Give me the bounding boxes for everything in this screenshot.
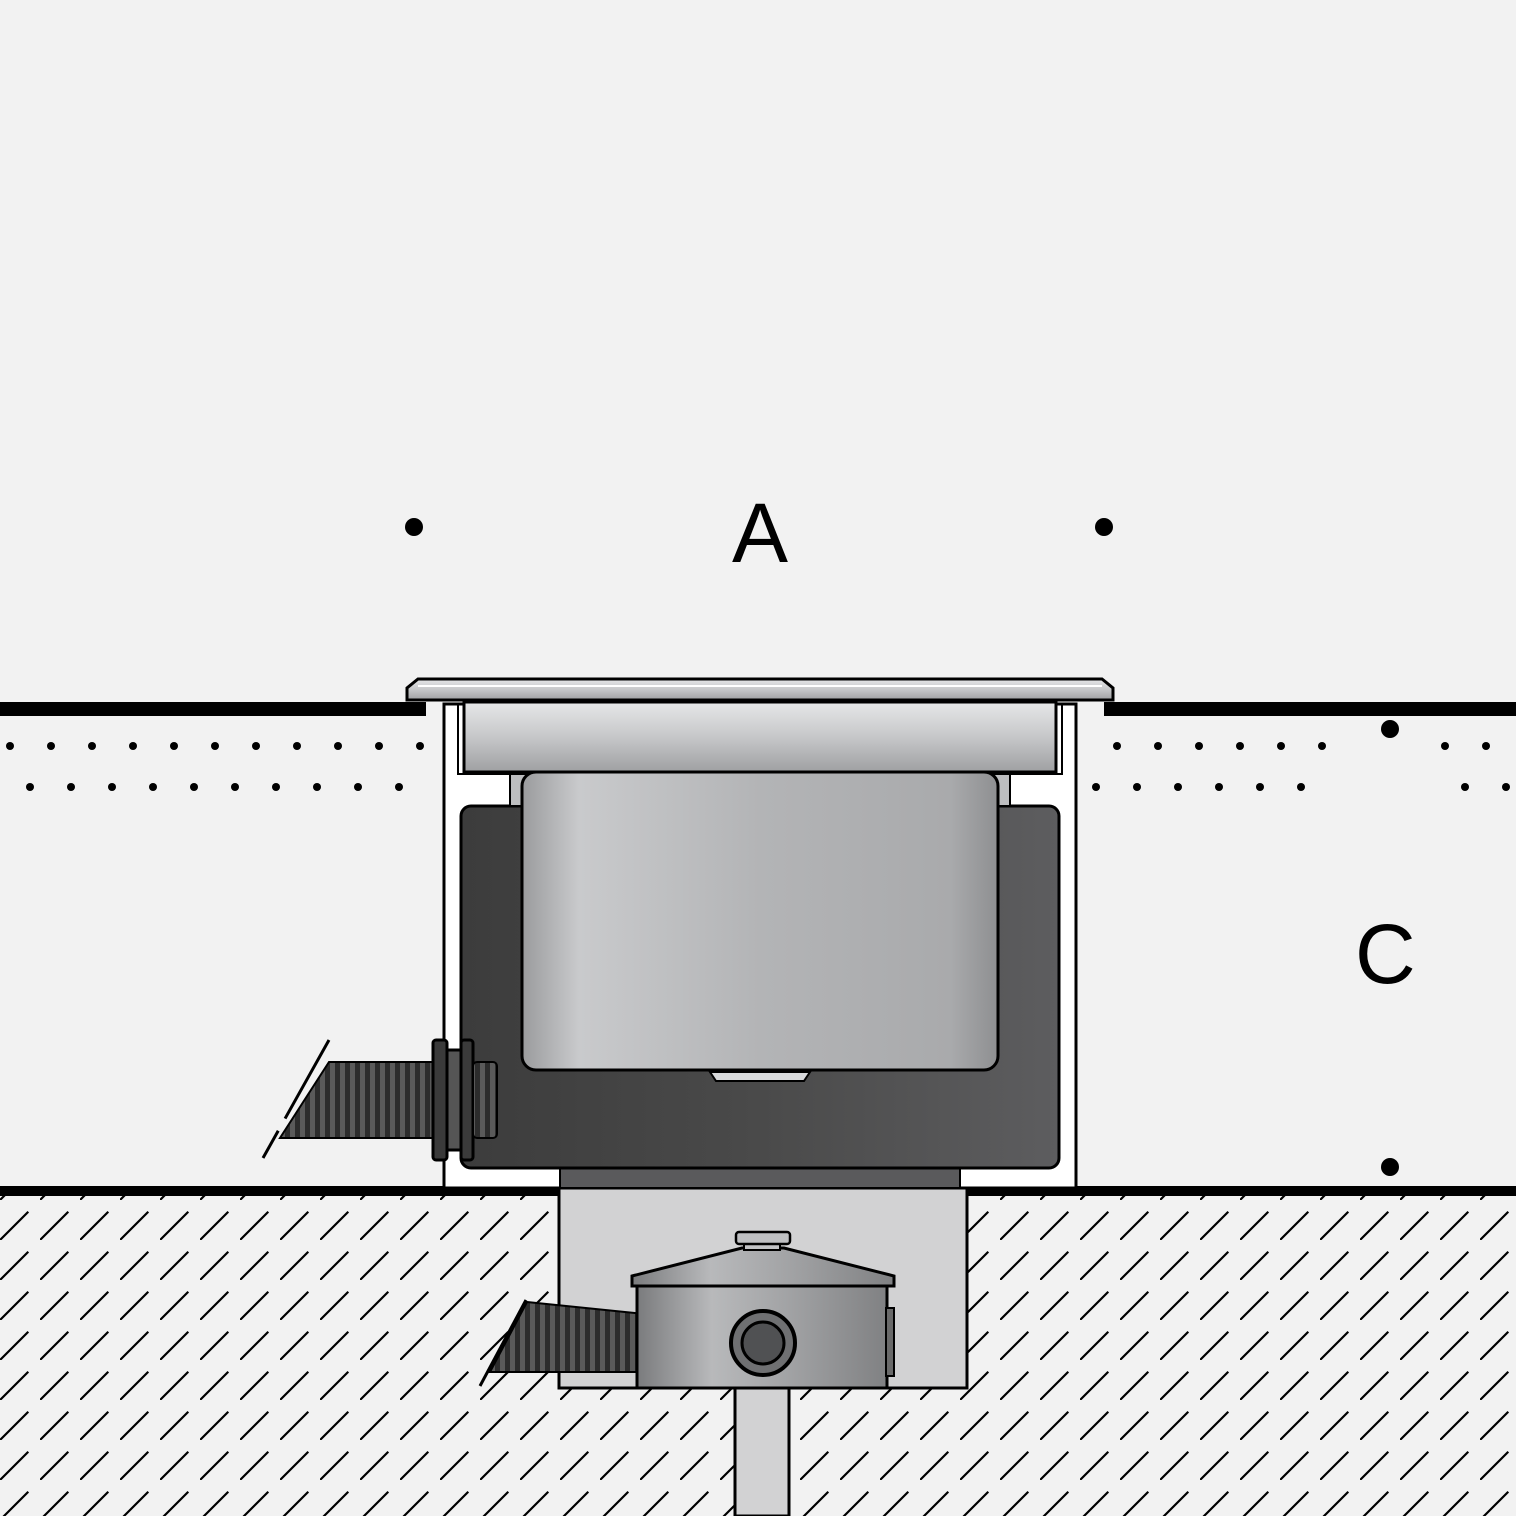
gravel-layer xyxy=(0,716,1516,822)
marker-dot xyxy=(1095,518,1113,536)
label-a: A xyxy=(732,486,789,580)
upper-cable-gland xyxy=(261,1038,498,1162)
label-c: C xyxy=(1355,907,1416,1001)
marker-dot xyxy=(405,518,423,536)
junction-box xyxy=(478,1230,896,1390)
bezel-collar xyxy=(462,700,1058,774)
marker-dot xyxy=(1381,720,1399,738)
light-body xyxy=(520,770,1000,1072)
top-flange xyxy=(405,677,1115,702)
marker-dot xyxy=(1381,1158,1399,1176)
